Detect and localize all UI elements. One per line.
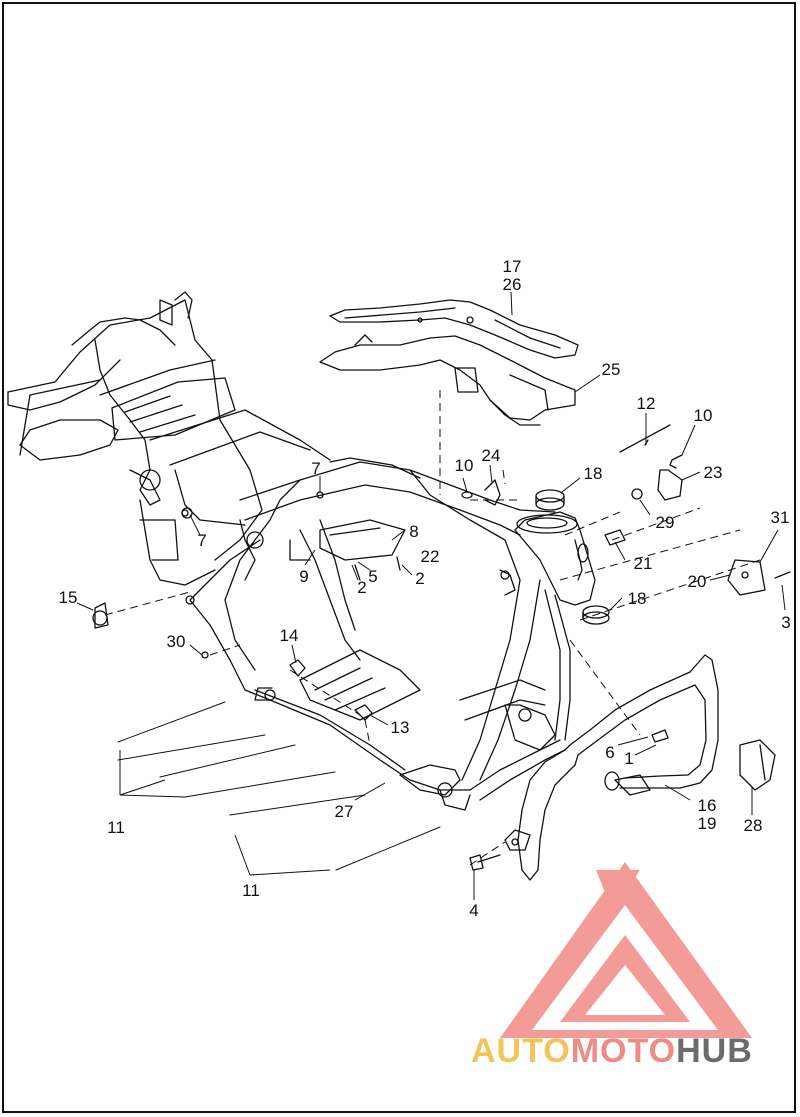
callout-24: 24 bbox=[481, 446, 501, 465]
rail-covers bbox=[319, 299, 579, 426]
callout-16-19: 16 19 bbox=[698, 797, 717, 833]
callout-25: 25 bbox=[601, 360, 621, 379]
leader-lines bbox=[76, 291, 786, 900]
brand-part-moto: MOTO bbox=[570, 1032, 677, 1070]
callout-label: 19 bbox=[697, 814, 717, 833]
callout-31: 31 bbox=[770, 508, 790, 527]
callout-1: 1 bbox=[624, 749, 634, 768]
callout-28: 28 bbox=[743, 816, 763, 835]
callout-29: 29 bbox=[655, 513, 675, 532]
callout-27: 27 bbox=[334, 802, 354, 821]
callout-13: 13 bbox=[390, 718, 410, 737]
callout-7-left: 7 bbox=[197, 531, 207, 550]
callout-4: 4 bbox=[469, 901, 479, 920]
callout-18-bottom: 18 bbox=[627, 589, 647, 608]
cable-straps bbox=[117, 701, 441, 871]
brand-part-hub: HUB bbox=[676, 1032, 753, 1070]
callout-10-right: 10 bbox=[693, 406, 713, 425]
main-frame-rails bbox=[189, 457, 571, 811]
hardware-parts bbox=[92, 424, 791, 871]
callout-7-top: 7 bbox=[311, 459, 321, 478]
callout-10-left: 10 bbox=[454, 456, 474, 475]
callout-8: 8 bbox=[409, 522, 419, 541]
callout-2-right: 2 bbox=[415, 569, 425, 588]
engine-guard bbox=[504, 654, 719, 881]
callout-17-26: 17 26 bbox=[503, 258, 522, 294]
callout-2-left: 2 bbox=[357, 578, 367, 597]
callout-label: 17 bbox=[502, 257, 522, 276]
rear-frame-section bbox=[7, 291, 331, 586]
watermark-logo-mark bbox=[500, 862, 752, 1038]
watermark-brand-text: AUTOMOTOHUB bbox=[471, 1032, 753, 1071]
brand-part-auto: AUTO bbox=[471, 1032, 571, 1070]
callout-11-upper: 11 bbox=[107, 818, 125, 837]
callout-30: 30 bbox=[166, 632, 186, 651]
callout-18-top: 18 bbox=[583, 464, 603, 483]
callout-22: 22 bbox=[420, 547, 440, 566]
callout-12: 12 bbox=[636, 394, 656, 413]
callout-21: 21 bbox=[633, 554, 653, 573]
steering-head bbox=[514, 511, 596, 606]
callout-5: 5 bbox=[368, 567, 378, 586]
callout-15: 15 bbox=[58, 588, 78, 607]
callout-label: 26 bbox=[502, 275, 522, 294]
callout-20: 20 bbox=[687, 572, 707, 591]
callout-9: 9 bbox=[299, 567, 309, 586]
callout-14: 14 bbox=[279, 626, 299, 645]
callout-3: 3 bbox=[781, 613, 791, 632]
callout-6: 6 bbox=[605, 743, 615, 762]
callout-23: 23 bbox=[703, 463, 723, 482]
callout-label: 16 bbox=[697, 796, 717, 815]
callout-11-lower: 11 bbox=[242, 881, 260, 900]
